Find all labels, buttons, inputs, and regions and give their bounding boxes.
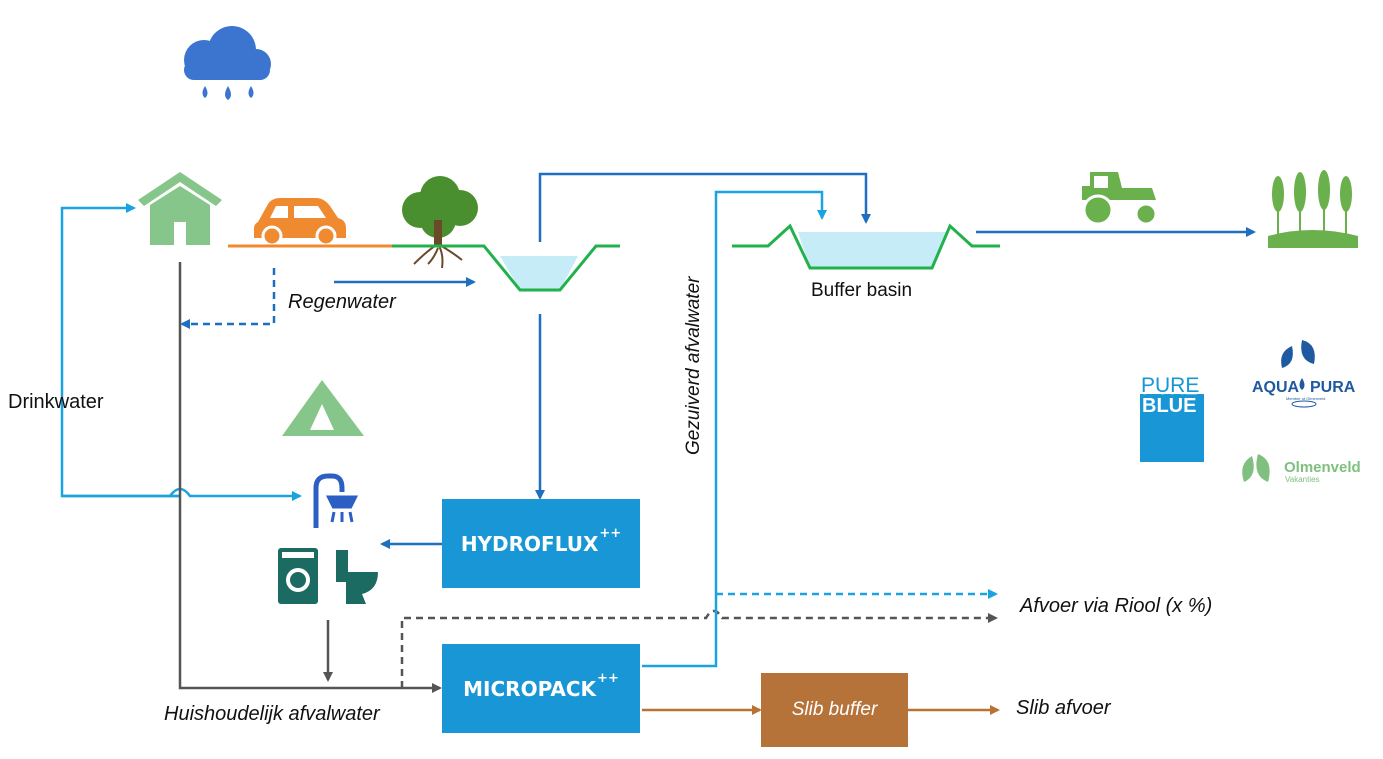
shower-icon: [313, 473, 359, 528]
slib-afvoer-label: Slib afvoer: [1016, 697, 1111, 719]
buffer-basin-label: Buffer basin: [811, 280, 913, 301]
tent-icon: [282, 380, 364, 436]
olmenveld-name: Olmenveld: [1284, 459, 1361, 476]
hydroflux-sup: ++: [599, 526, 622, 541]
slib-buffer-box: Slib buffer: [761, 673, 908, 747]
aquapura-left: AQUA: [1252, 379, 1300, 396]
regenwater-label: Regenwater: [288, 291, 396, 313]
olmenveld-sub: Vakanties: [1285, 475, 1320, 484]
toilet-icon: [336, 550, 378, 604]
aquapura-sub: Member of Olmenveld: [1286, 396, 1325, 401]
micropack-name: MICROPACK: [463, 676, 597, 701]
afvoer-riool-label: Afvoer via Riool (x %): [1020, 595, 1213, 617]
tree-icon: [402, 176, 478, 269]
olmenveld-logo: Olmenveld Vakanties: [1242, 454, 1361, 484]
pureblue-line2: BLUE: [1142, 395, 1196, 417]
pureblue-line1-text: PURE: [1141, 374, 1199, 397]
gezuiverd-afvalwater-label: Gezuiverd afvalwater: [683, 276, 704, 455]
micropack-sup: ++: [597, 671, 619, 686]
tractor-icon: [1082, 172, 1158, 226]
house-icon: [138, 172, 222, 245]
hydroflux-name: HYDROFLUX: [460, 531, 599, 556]
drinkwater-label: Drinkwater: [8, 391, 104, 413]
aquapura-logo: AQUA PURA Member of Olmenveld: [1252, 340, 1356, 408]
hydroflux-box: HYDROFLUX++: [442, 499, 640, 588]
huishoudelijk-afvalwater-label: Huishoudelijk afvalwater: [164, 703, 380, 725]
rain-cloud-icon: [184, 26, 271, 100]
washing-machine-icon: [278, 548, 318, 604]
car-icon: [254, 198, 346, 247]
micropack-box: MICROPACK++: [442, 644, 640, 733]
aquapura-right: PURA: [1310, 379, 1356, 396]
crops-icon: [1268, 170, 1358, 248]
